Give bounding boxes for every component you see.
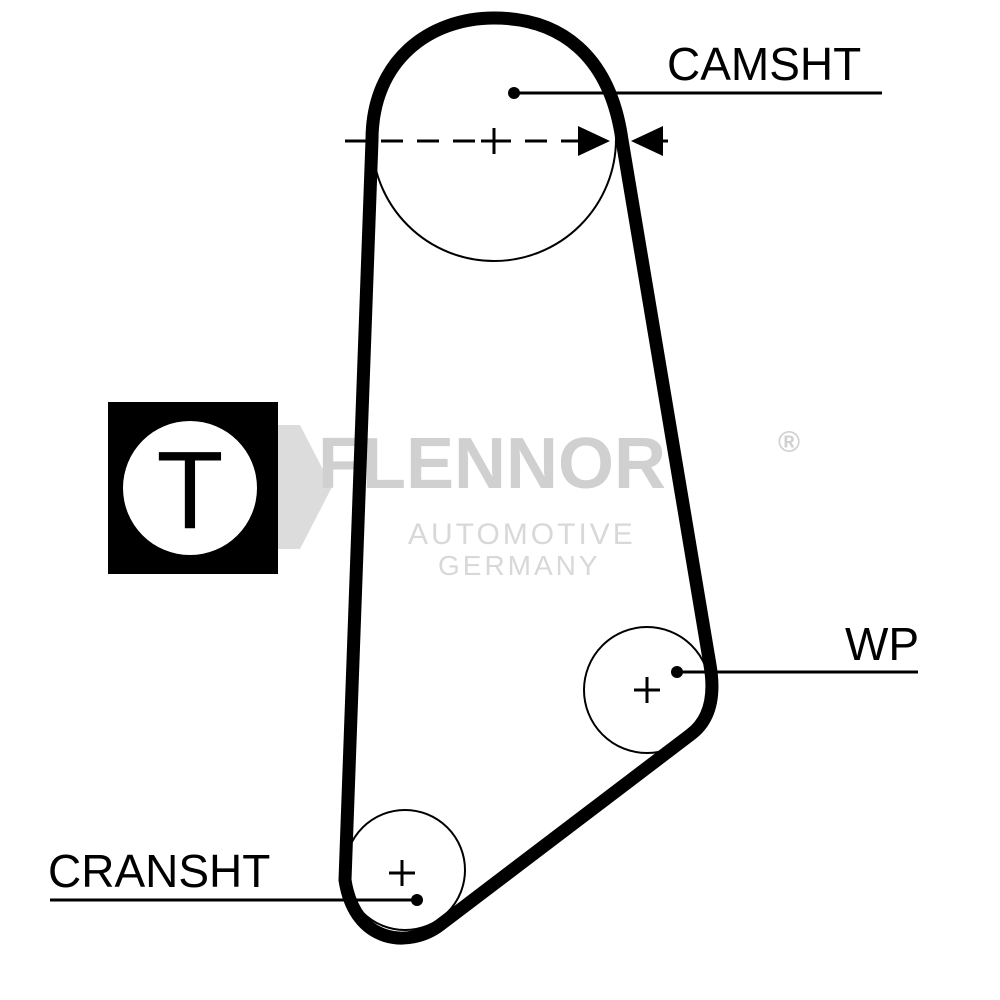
timing-belt [338, 11, 719, 945]
watermark-line1: AUTOMOTIVE [408, 518, 636, 551]
tensioner-badge: T [108, 402, 278, 574]
watermark-line2: GERMANY [438, 550, 601, 581]
water-pump-label: WP [845, 618, 919, 670]
watermark: FLENNOR ® AUTOMOTIVE GERMANY [232, 424, 800, 581]
crankshaft-label: CRANSHT [48, 845, 270, 897]
camshaft-label: CAMSHT [667, 38, 861, 90]
alignment-arrow-left [631, 126, 663, 156]
watermark-brand: FLENNOR [318, 424, 666, 504]
tensioner-badge-letter: T [156, 429, 223, 552]
alignment-arrow-right [578, 126, 610, 156]
watermark-registered: ® [778, 426, 800, 459]
tensioner-badge-circle [123, 421, 257, 555]
